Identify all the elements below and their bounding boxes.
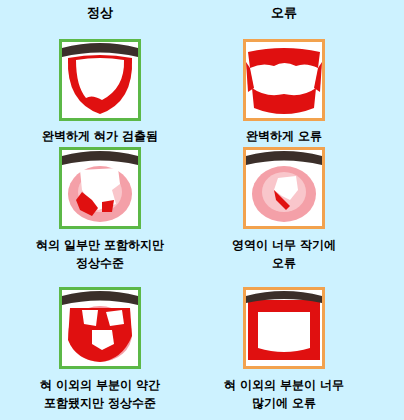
mouth-panel xyxy=(61,41,140,120)
mouth-panel xyxy=(245,289,324,368)
panel-caption: 혀 이외의 부분이 너무 많기에 오류 xyxy=(214,376,354,412)
mouth-panel xyxy=(245,149,324,228)
panel-caption: 완벽하게 혀가 검출됨 xyxy=(15,127,185,145)
mouth-panel xyxy=(61,289,140,368)
panel-caption: 혀의 일부만 포함하지만 정상수준 xyxy=(25,236,175,272)
mouth-panel xyxy=(61,149,140,228)
panel-caption: 완벽하게 오류 xyxy=(209,127,359,145)
column-header: 오류 xyxy=(244,4,324,22)
panel-caption: 영역이 너무 작기에 오류 xyxy=(224,236,344,272)
column-header: 정상 xyxy=(60,4,140,22)
mouth-panel xyxy=(245,41,324,120)
panel-caption: 혀 이외의 부분이 약간 포함됐지만 정상수준 xyxy=(25,376,175,412)
